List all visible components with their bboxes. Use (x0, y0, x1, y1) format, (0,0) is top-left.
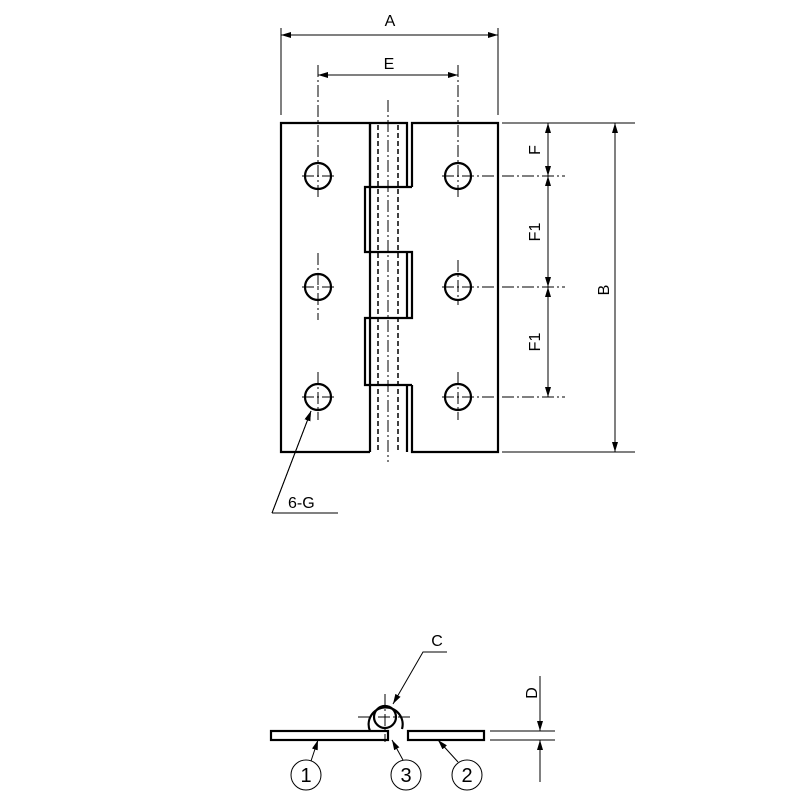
dim-a-label: A (385, 13, 396, 30)
hole-centerlines (302, 65, 565, 420)
balloon-1: 1 (290, 739, 322, 791)
c-leader (392, 651, 447, 705)
knuckle (367, 706, 404, 732)
leaf-2 (406, 729, 486, 742)
side-view: C D 1 3 2 (269, 633, 555, 791)
left-knuckle-1 (363, 185, 370, 254)
right-knuckle-bottom (368, 123, 412, 452)
dim-e-label: E (384, 56, 395, 73)
hole-callout-label: 6-G (288, 495, 315, 512)
top-view (279, 65, 565, 462)
dim-f-label: F (527, 145, 544, 155)
leaf-1 (269, 729, 390, 742)
svg-text:1: 1 (300, 765, 311, 787)
svg-text:2: 2 (461, 765, 472, 787)
left-leaf (279, 121, 370, 454)
balloon-3: 3 (390, 739, 422, 791)
d-label: D (524, 687, 541, 699)
left-knuckle-2 (363, 316, 370, 387)
dim-b-label: B (596, 285, 613, 296)
c-label: C (431, 633, 443, 650)
right-knuckle-mid (370, 250, 414, 320)
dimensions: A E F F1 F1 B 6-G (271, 13, 635, 514)
holes (302, 65, 565, 420)
dim-f1-upper-label: F1 (527, 223, 544, 242)
dim-f1-lower-label: F1 (527, 333, 544, 352)
right-knuckle-top (368, 121, 412, 189)
balloon-2: 2 (437, 739, 483, 791)
svg-text:3: 3 (400, 765, 411, 787)
